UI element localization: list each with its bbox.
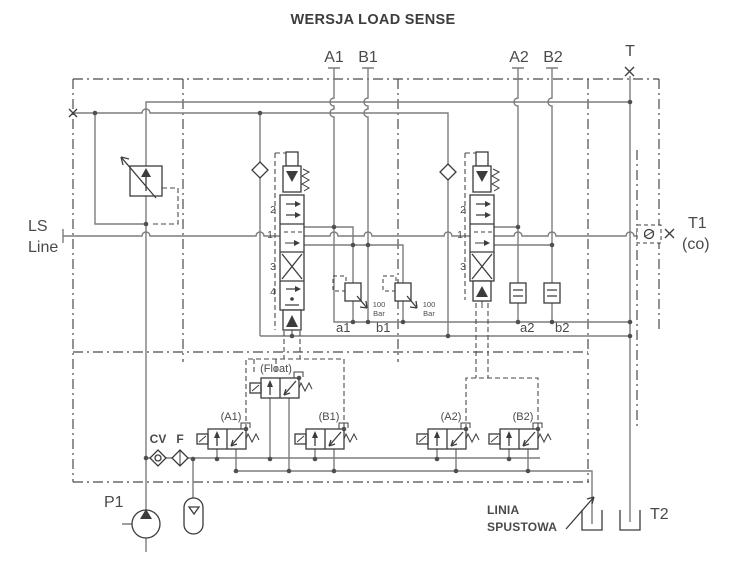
relief-setting-a1: 100 Bar xyxy=(372,300,386,318)
work-line-a2 xyxy=(513,68,519,322)
pilot-label-a2: (A2) xyxy=(440,411,462,423)
pilot-valve-b2 xyxy=(488,422,552,450)
port-relief-b1 xyxy=(382,275,418,309)
valve1-position-2: 2 xyxy=(270,204,276,216)
work-port-label-b2: b2 xyxy=(555,320,570,335)
valve1-position-3: 3 xyxy=(270,261,276,273)
cv-label: CV xyxy=(149,432,167,446)
work-port-label-b1: b1 xyxy=(376,320,391,335)
pilot-valve-float xyxy=(249,371,313,399)
pilot-valve-a1 xyxy=(196,422,260,450)
filter-label: F xyxy=(176,432,184,446)
ls-gallery-plug-x xyxy=(68,108,78,118)
t1-plug-x xyxy=(664,228,675,239)
pump-riser-line xyxy=(145,101,630,510)
block-boundary xyxy=(72,78,660,483)
port-plug-a2 xyxy=(509,282,527,304)
pilot-valve-b1 xyxy=(294,422,358,450)
drain-tank-symbol xyxy=(581,510,603,531)
diagram-title: WERSJA LOAD SENSE xyxy=(290,12,456,28)
work-line-b1 xyxy=(363,68,369,322)
port-plug-b2 xyxy=(543,282,561,304)
work-port-label-a2: a2 xyxy=(520,320,535,335)
pump-label: P1 xyxy=(104,494,124,511)
port-relief-a1 xyxy=(332,275,368,309)
check-valve-cv xyxy=(149,449,167,467)
work-line-b2 xyxy=(547,68,553,322)
valve1-position-1: 1 xyxy=(267,229,273,241)
pilot-valve-a2 xyxy=(416,422,480,450)
orifice-2 xyxy=(439,163,457,181)
ls-port-label: LS xyxy=(28,218,48,235)
t1-port-label: T1 xyxy=(688,215,707,232)
t2-label: T2 xyxy=(650,506,669,523)
main-valve-section-2 xyxy=(469,151,501,302)
work-port-label-a1: a1 xyxy=(336,320,351,335)
ls-port-label-2: Line xyxy=(28,239,59,256)
filter-f xyxy=(171,449,189,467)
pilot-control-lines xyxy=(150,152,539,429)
valve1-position-4: 4 xyxy=(270,286,276,298)
ls-line xyxy=(63,231,638,237)
drain-line-label-2: SPUSTOWA xyxy=(487,520,558,534)
port-label-b1: B1 xyxy=(358,49,378,66)
port-label-a1: A1 xyxy=(324,49,344,66)
pilot-label-b2: (B2) xyxy=(512,411,534,423)
t-plug-x xyxy=(624,66,635,77)
pilot-label-float: (Float) xyxy=(260,363,292,375)
valve2-position-3: 3 xyxy=(460,261,466,273)
port-label-a2: A2 xyxy=(509,49,529,66)
drain-leader-line xyxy=(565,496,595,530)
port-label-t: T xyxy=(625,43,635,60)
pilot-return-line xyxy=(236,470,593,524)
work-line-a1 xyxy=(329,68,630,323)
port-label-b2: B2 xyxy=(543,49,563,66)
pump-symbol xyxy=(131,509,161,539)
valve2-position-1: 1 xyxy=(457,229,463,241)
t1-check-cartridge xyxy=(636,224,662,244)
ls-relief-valve xyxy=(120,156,163,199)
drain-line-label-1: LINIA xyxy=(487,503,520,517)
t2-tank-symbol xyxy=(619,510,641,531)
pilot-label-b1: (B1) xyxy=(318,411,340,423)
valve2-position-2: 2 xyxy=(460,204,466,216)
circuit-lines xyxy=(62,67,638,552)
t1-port-sublabel: (co) xyxy=(682,236,710,253)
junction-dots xyxy=(92,99,633,474)
orifice-1 xyxy=(251,161,269,179)
pilot-label-a1: (A1) xyxy=(220,411,242,423)
ls-gallery-line xyxy=(73,108,449,336)
accumulator-symbol xyxy=(183,497,204,535)
main-valve-section-1 xyxy=(279,151,311,331)
relief-setting-b1: 100 Bar xyxy=(422,300,436,318)
